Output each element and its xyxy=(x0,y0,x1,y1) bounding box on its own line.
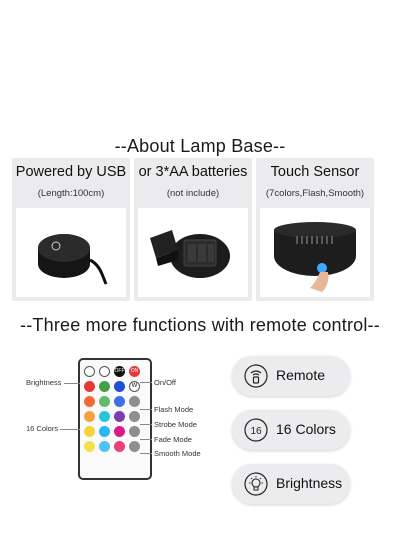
card-usb-title: Powered by USB xyxy=(15,164,127,180)
card-touch-title: Touch Sensor xyxy=(270,164,360,180)
color-button[interactable] xyxy=(114,441,125,452)
color-button[interactable] xyxy=(129,441,140,452)
sixteen-badge-icon: 16 xyxy=(244,418,268,442)
color-button[interactable] xyxy=(84,396,95,407)
color-button[interactable] xyxy=(129,426,140,437)
color-button[interactable] xyxy=(114,396,125,407)
feature-remote: Remote xyxy=(232,356,350,396)
card-usb-subtitle: (Length:100cm) xyxy=(37,188,105,199)
battery-base-image xyxy=(138,208,248,297)
leader-flash xyxy=(140,409,152,410)
lamp-base-usb-illustration xyxy=(38,234,108,285)
label-strobe-mode: Strobe Mode xyxy=(154,420,197,429)
label-16-colors: 16 Colors xyxy=(26,424,59,433)
color-button[interactable] xyxy=(84,381,95,392)
card-touch-sensor: Touch Sensor (7colors,Flash,Smooth) xyxy=(256,158,374,301)
color-button[interactable] xyxy=(114,381,125,392)
leader-onoff xyxy=(140,382,152,383)
remote-functions-heading: --Three more functions with remote contr… xyxy=(20,315,380,335)
white-button[interactable]: W xyxy=(129,381,140,392)
leader-smooth xyxy=(140,453,152,454)
leader-fade xyxy=(140,439,152,440)
color-button[interactable] xyxy=(84,426,95,437)
lamp-base-touch-illustration xyxy=(274,222,356,292)
card-touch-subtitle: (7colors,Flash,Smooth) xyxy=(265,188,365,199)
color-button[interactable] xyxy=(84,441,95,452)
card-batteries-title: or 3*AA batteries xyxy=(138,164,248,180)
brightness-down-button[interactable] xyxy=(99,366,110,377)
color-button[interactable] xyxy=(114,411,125,422)
color-button[interactable] xyxy=(99,381,110,392)
color-button[interactable] xyxy=(84,411,95,422)
color-button[interactable] xyxy=(129,411,140,422)
label-flash-mode: Flash Mode xyxy=(154,405,194,414)
label-fade-mode: Fade Mode xyxy=(154,435,192,444)
color-button[interactable] xyxy=(99,411,110,422)
on-button[interactable]: ON xyxy=(129,366,140,377)
card-batteries: or 3*AA batteries (not include) xyxy=(134,158,252,301)
label-brightness: Brightness xyxy=(26,378,62,387)
feature-brightness-label: Brightness xyxy=(276,475,343,491)
usb-base-image xyxy=(16,208,126,297)
bulb-icon xyxy=(244,472,268,496)
feature-16-colors: 16 16 Colors xyxy=(232,410,350,450)
feature-brightness: Brightness xyxy=(232,464,350,504)
feature-remote-label: Remote xyxy=(276,367,326,383)
brightness-up-button[interactable] xyxy=(84,366,95,377)
leader-16-colors xyxy=(60,429,80,430)
color-button[interactable] xyxy=(129,396,140,407)
card-usb: Powered by USB (Length:100cm) xyxy=(12,158,130,301)
label-smooth-mode: Smooth Mode xyxy=(154,449,201,458)
touch-base-image xyxy=(260,208,370,297)
color-button[interactable] xyxy=(99,426,110,437)
leader-strobe xyxy=(140,424,152,425)
color-button[interactable] xyxy=(99,396,110,407)
feature-16-colors-label: 16 Colors xyxy=(276,421,336,437)
about-lamp-base-heading: --About Lamp Base-- xyxy=(114,136,286,156)
lamp-base-battery-illustration xyxy=(150,230,230,278)
color-button[interactable] xyxy=(99,441,110,452)
off-button[interactable]: OFF xyxy=(114,366,125,377)
remote-icon xyxy=(244,364,268,388)
color-button[interactable] xyxy=(114,426,125,437)
card-batteries-subtitle: (not include) xyxy=(166,188,220,199)
remote-button-grid: OFF ON W xyxy=(84,366,144,470)
badge-text: 16 xyxy=(250,426,262,437)
leader-brightness xyxy=(64,383,80,384)
label-onoff: On/Off xyxy=(154,378,176,387)
remote-control: OFF ON W xyxy=(78,358,152,480)
